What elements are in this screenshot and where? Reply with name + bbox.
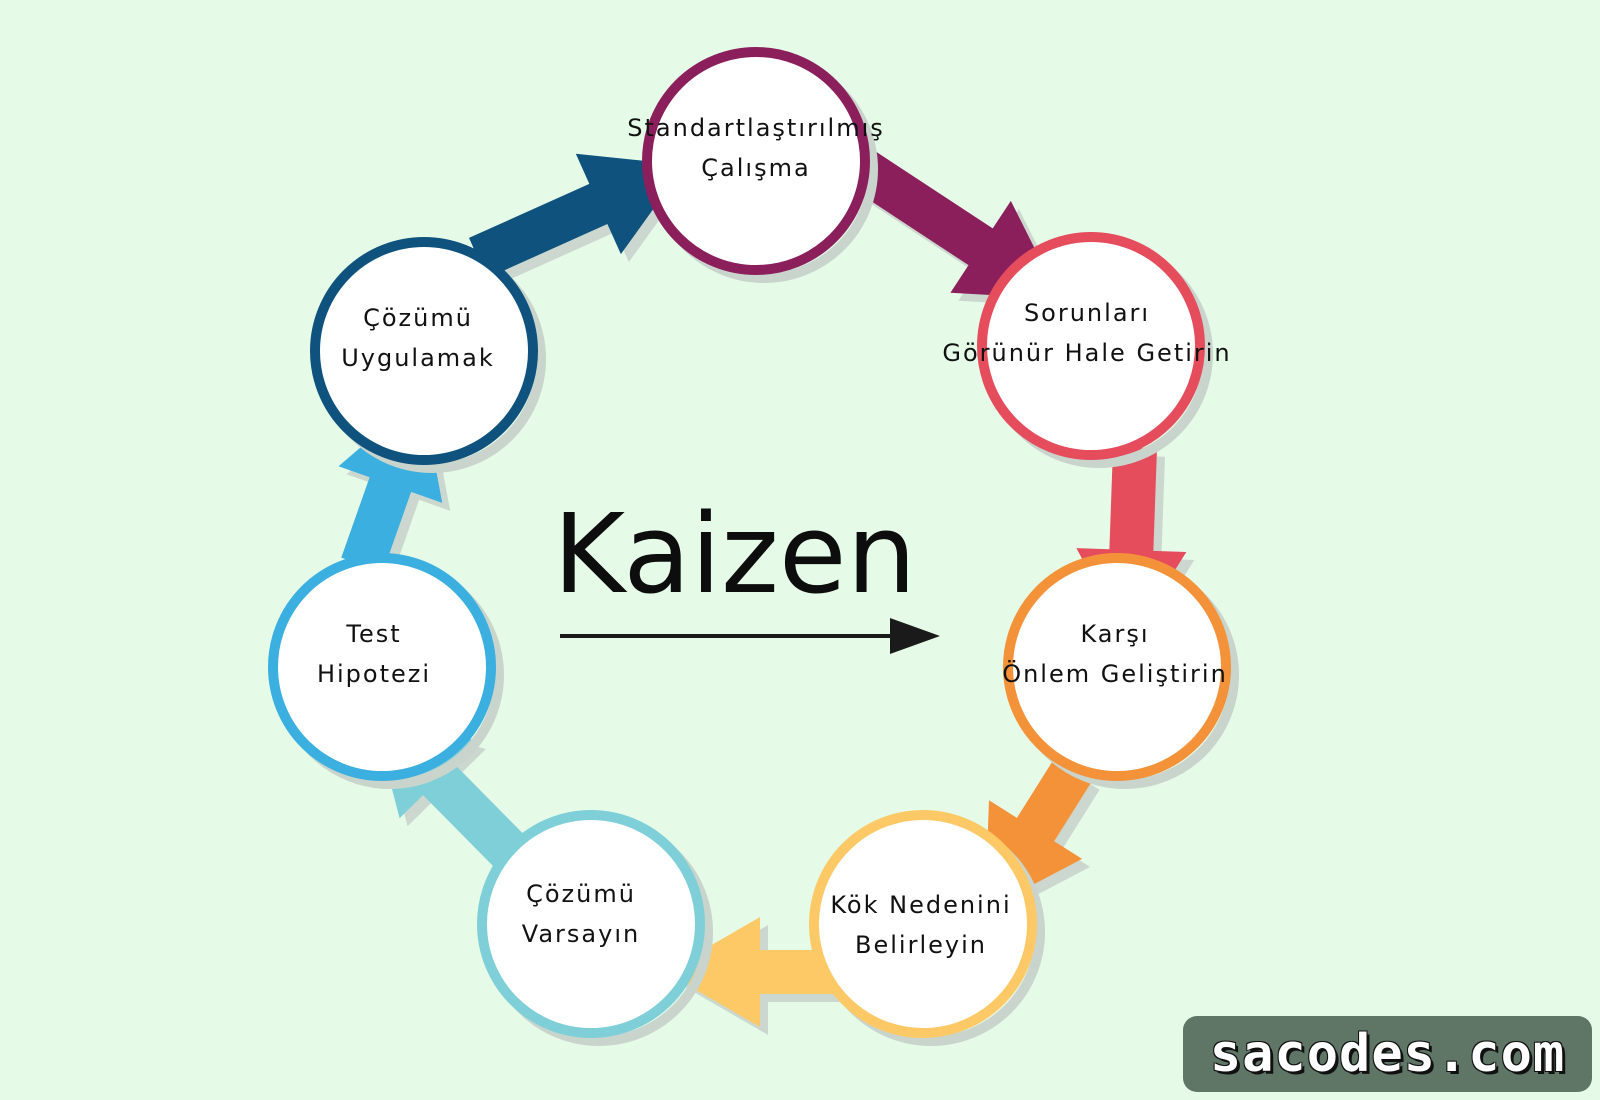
step-label-line: Standartlaştırılmış [627,114,885,142]
cycle-arrow-4 [665,917,840,1027]
title-arrow-head [890,618,940,654]
step-label-line: Çözümü [363,304,473,332]
cycle-arrow-7 [468,153,685,279]
step-label-line: Çözümü [526,880,636,908]
step-label-line: Test [345,620,401,648]
cycle-steps: StandartlaştırılmışÇalışmaSorunlarıGörün… [268,47,1239,1046]
step-label-line: Önlem Geliştirin [1002,659,1228,688]
watermark-label: sacodes.com [1183,1016,1592,1092]
step-label-line: Sorunları [1024,299,1150,327]
step-label-line: Hipotezi [317,660,431,688]
step-ring [310,237,538,465]
center-title: Kaizen [553,490,940,654]
step-label-line: Uygulamak [341,344,495,372]
step-ring [642,47,870,275]
step-label-line: Çalışma [701,154,810,182]
step-ring [268,553,496,781]
step-label-line: Varsayın [522,920,640,948]
step-label-line: Belirleyin [855,931,987,959]
step-ring [809,810,1037,1038]
cycle-arrow-1 [825,134,1060,299]
step-ring [477,810,705,1038]
kaizen-title: Kaizen [553,490,916,618]
step-ring [1003,553,1231,781]
step-label-line: Kök Nedenini [830,891,1011,919]
step-label-line: Görünür Hale Getirin [942,339,1231,367]
step-ring [977,232,1205,460]
step-label-line: Karşı [1080,620,1149,648]
